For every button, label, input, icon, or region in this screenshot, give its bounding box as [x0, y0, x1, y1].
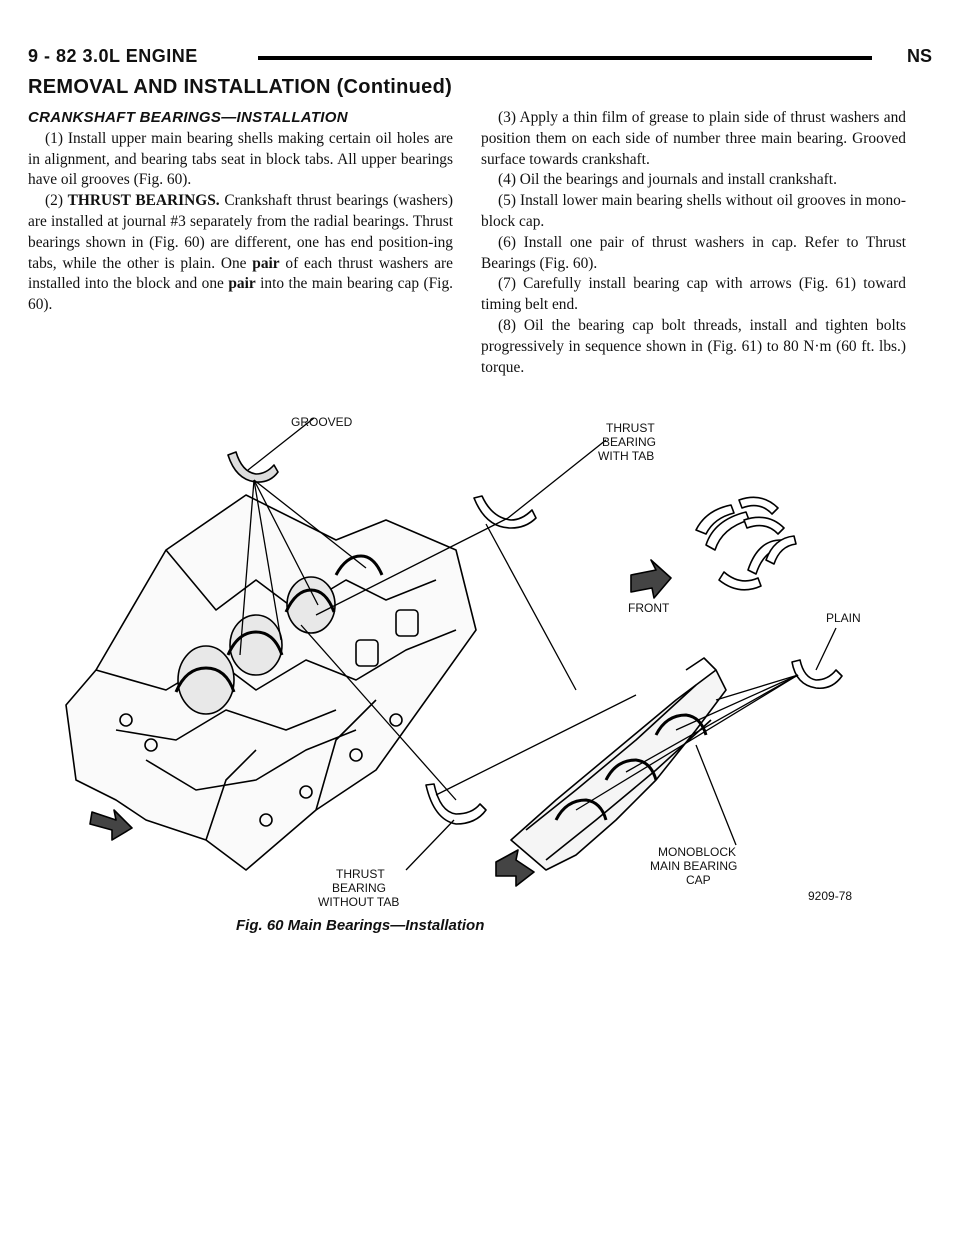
brand-code: NS	[896, 46, 932, 67]
step-8: (8) Oil the bearing cap bolt threads, in…	[481, 316, 906, 376]
label-thrust-with-tab-3: WITH TAB	[598, 449, 654, 463]
engine-bearing-illustration: GROOVED THRUST BEARING WITH TAB FRONT PL…	[65, 415, 861, 909]
label-thrust-with-tab-2: BEARING	[602, 435, 656, 449]
step-2: (2) THRUST BEARINGS. Crankshaft thrust b…	[28, 192, 453, 314]
engine-block	[65, 494, 477, 871]
step-1: (1) Install upper main bearing shells ma…	[28, 129, 453, 189]
front-arrow-icon	[630, 559, 672, 599]
left-column: CRANKSHAFT BEARINGS—INSTALLATION (1) Ins…	[28, 108, 453, 316]
thrust-bearing-without-tab	[425, 783, 487, 825]
header-rule	[258, 56, 872, 60]
page-reference: 9 - 82 3.0L ENGINE	[28, 46, 208, 67]
step-5: (5) Install lower main bearing shells wi…	[481, 192, 906, 230]
thrust-washers	[695, 496, 797, 591]
step-6: (6) Install one pair of thrust washers i…	[481, 233, 906, 272]
step-4: (4) Oil the bearings and journals and in…	[498, 171, 837, 189]
section-title: REMOVAL AND INSTALLATION (Continued)	[28, 76, 453, 98]
grooved-bearing-shell	[227, 451, 279, 483]
label-monoblock-3: CAP	[686, 873, 711, 887]
figure-caption: Fig. 60 Main Bearings—Installation	[236, 917, 485, 934]
label-thrust-without-tab-2: BEARING	[332, 881, 386, 895]
front-arrow-icon-left	[89, 809, 133, 841]
monoblock-main-bearing-cap	[510, 669, 727, 871]
step-7: (7) Carefully install bearing cap with a…	[481, 275, 906, 314]
subsection-title: CRANKSHAFT BEARINGS—INSTALLATION	[28, 109, 348, 126]
figure-code: 9209-78	[808, 889, 852, 903]
label-plain: PLAIN	[826, 611, 861, 625]
step-3: (3) Apply a thin film of grease to plain…	[481, 109, 906, 168]
thrust-bearing-with-tab	[473, 495, 537, 529]
label-monoblock-2: MAIN BEARING	[650, 859, 737, 873]
label-grooved: GROOVED	[291, 415, 353, 429]
front-arrow-icon-bottom	[495, 849, 535, 887]
label-thrust-with-tab-1: THRUST	[606, 421, 655, 435]
label-thrust-without-tab-3: WITHOUT TAB	[318, 895, 399, 909]
label-monoblock-1: MONOBLOCK	[658, 845, 736, 859]
label-thrust-without-tab-1: THRUST	[336, 867, 385, 881]
page-header: 9 - 82 3.0L ENGINE NS	[28, 46, 932, 70]
plain-bearing	[791, 659, 843, 690]
right-column: (3) Apply a thin film of grease to plain…	[481, 108, 906, 378]
label-front: FRONT	[628, 601, 670, 615]
